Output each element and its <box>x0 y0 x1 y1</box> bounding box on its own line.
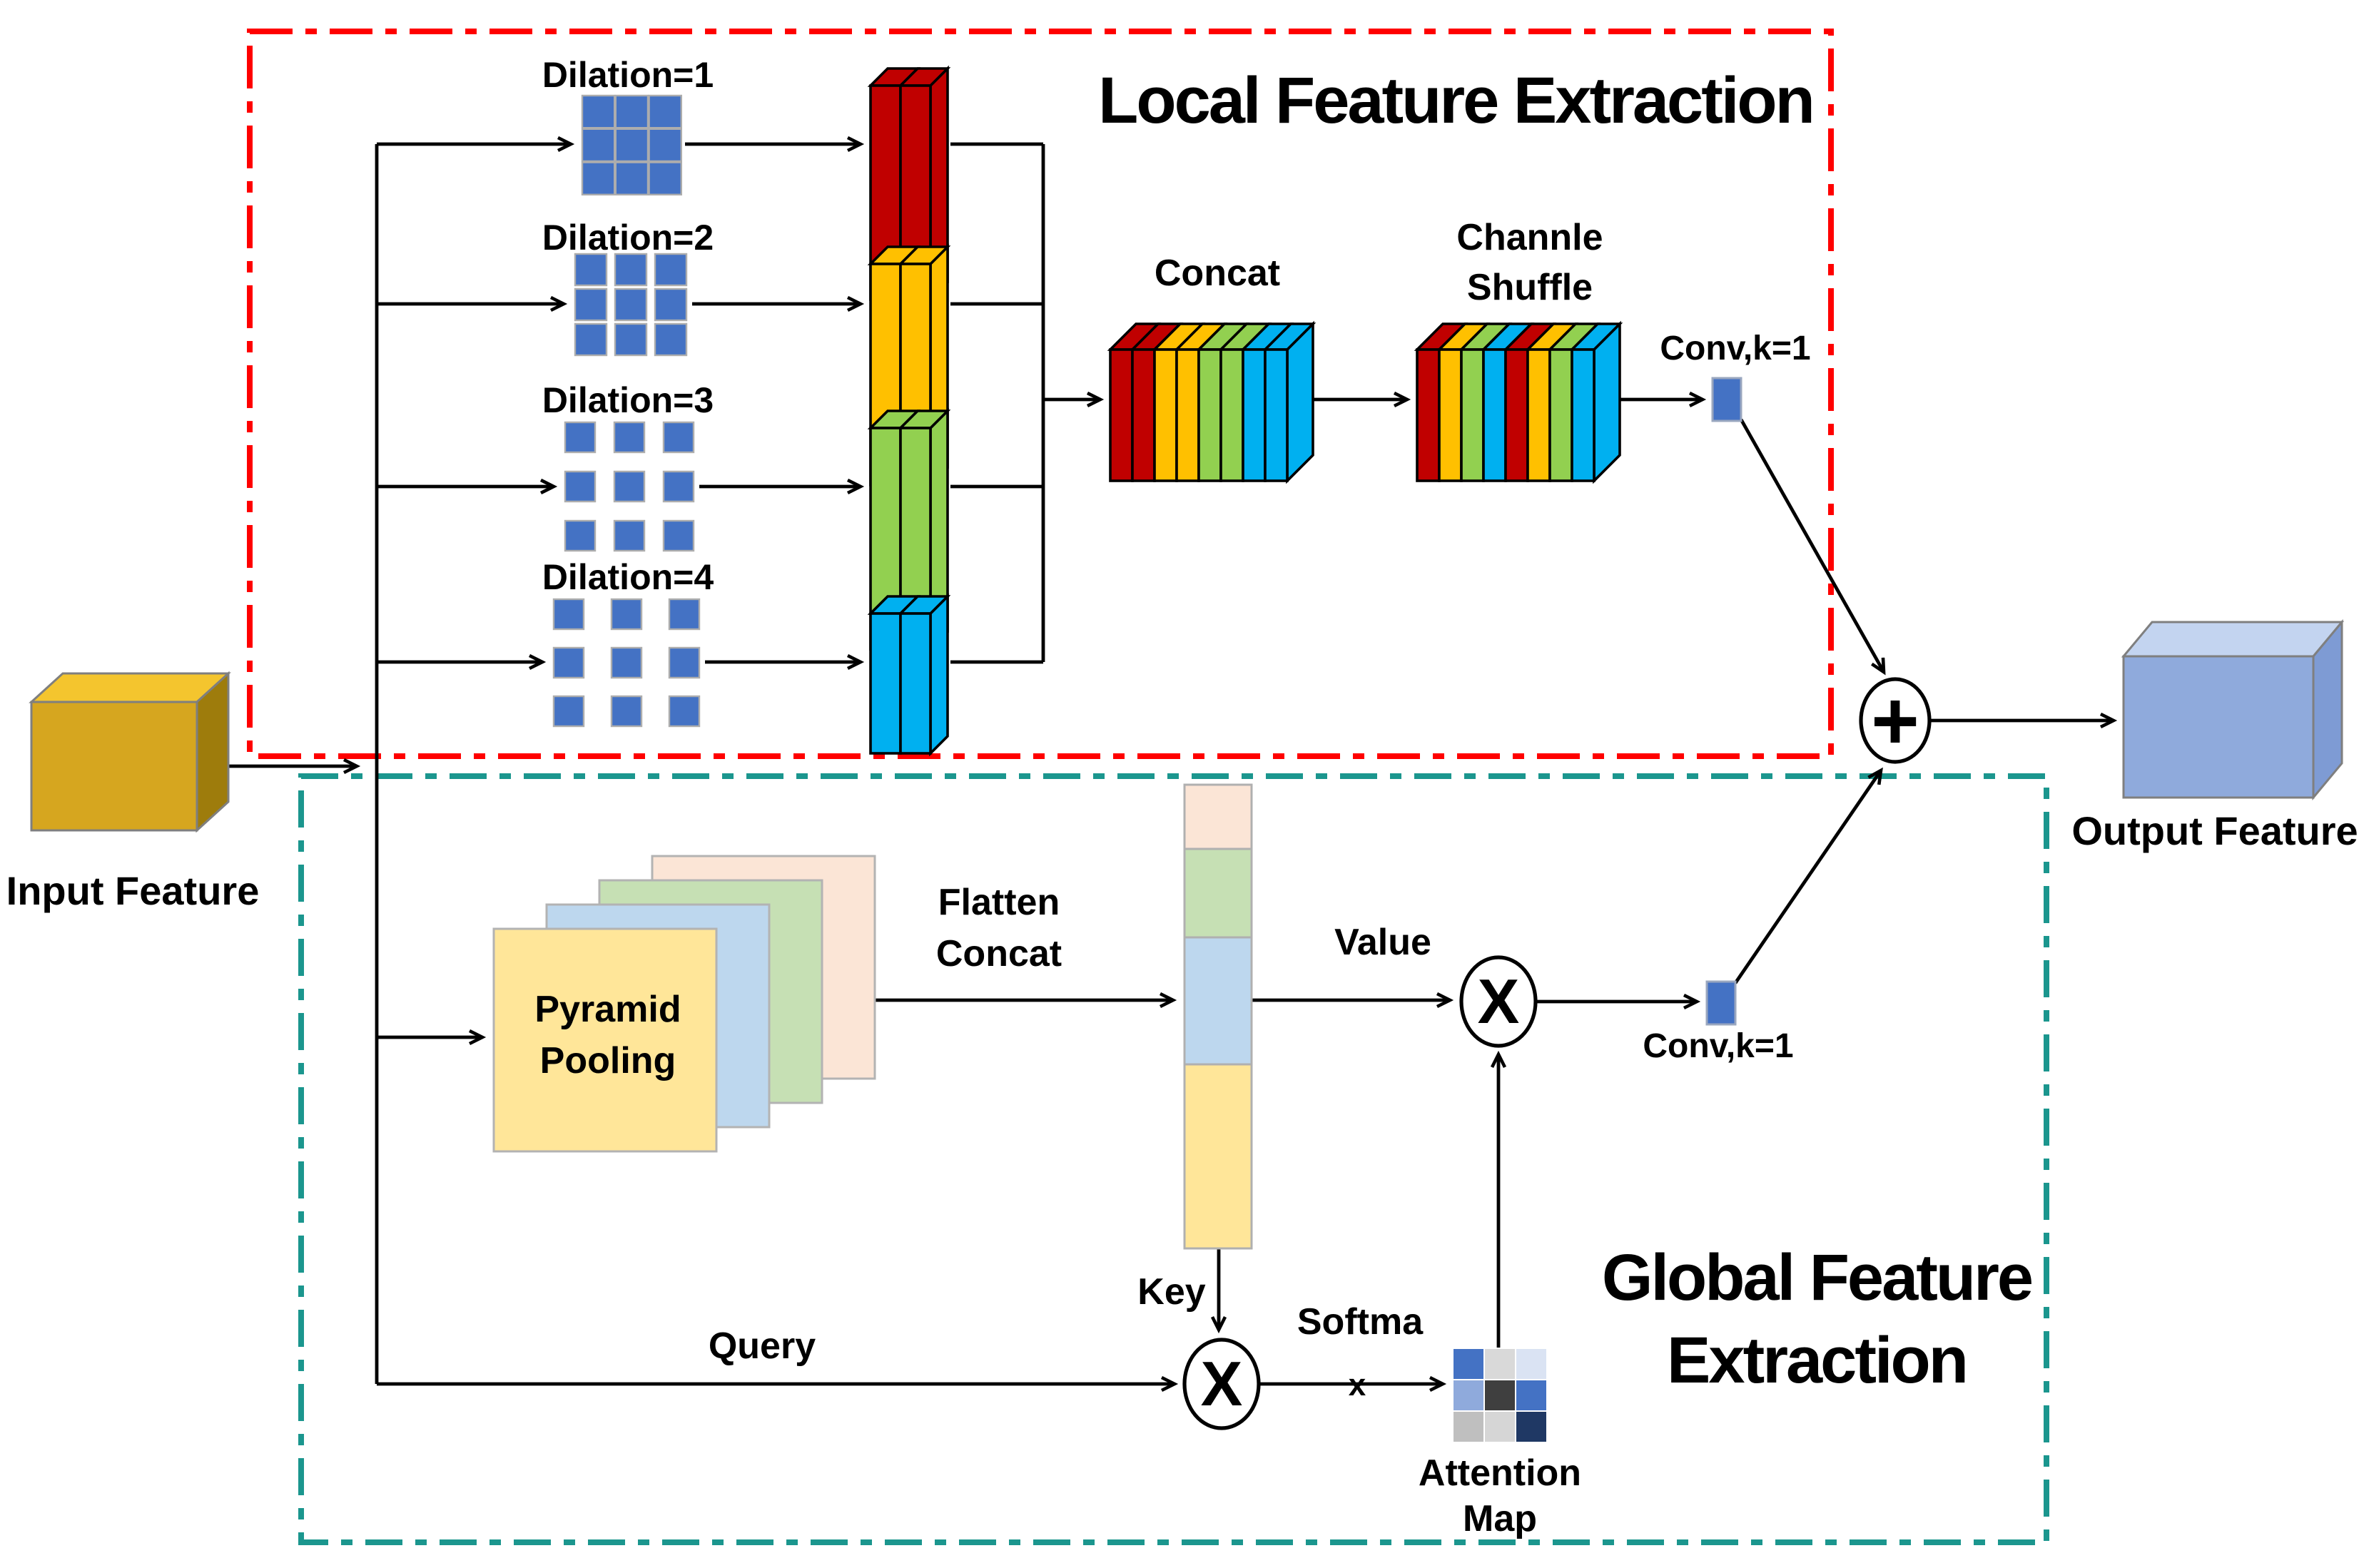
output-cube-front <box>2122 655 2315 799</box>
global-extraction-box <box>298 773 2049 1545</box>
input-cube-side <box>196 671 230 833</box>
add-symbol: + <box>1871 674 1919 767</box>
dilation-grid-3 <box>564 421 695 552</box>
dilation-4-label: Dilation=4 <box>542 557 714 597</box>
multiply-circle-value <box>1459 955 1538 1048</box>
attention-map-label-line1: Attention <box>1419 1452 1581 1494</box>
concat-label: Concat <box>1155 253 1280 294</box>
attention-map-label-line2: Map <box>1463 1498 1537 1539</box>
input-feature-cube <box>29 671 231 833</box>
key-label: Key <box>1137 1271 1205 1313</box>
local-title: Local Feature Extraction <box>1098 64 1813 137</box>
arrow-global-conv-to-plus <box>1734 770 1881 984</box>
output-feature-cube <box>2121 618 2345 801</box>
channel-shuffle-label-line1: Channle <box>1456 217 1603 258</box>
local-extraction-box <box>247 29 1834 759</box>
softmax-label-part1: Softma <box>1297 1301 1424 1343</box>
dilation-grid-4 <box>552 598 701 728</box>
plus-circle <box>1859 677 1932 764</box>
conv-k1-label-local: Conv,k=1 <box>1660 330 1810 367</box>
pyramid-pooling-label-line2: Pooling <box>540 1040 676 1081</box>
attention-map-grid <box>1452 1348 1548 1443</box>
channel-shuffle-slab <box>1414 320 1623 484</box>
column-seg-green <box>1183 847 1253 939</box>
multiply-symbol-query: X <box>1201 1348 1243 1419</box>
flatten-concat-label-line2: Concat <box>936 933 1062 974</box>
output-cube-top <box>2121 621 2345 658</box>
multiply-symbol-value: X <box>1478 966 1520 1037</box>
dilation-grid-1 <box>581 94 682 196</box>
concat-slab <box>1107 320 1317 484</box>
conv-k1-square-global <box>1705 980 1737 1026</box>
output-feature-label: Output Feature <box>2071 808 2358 853</box>
column-seg-blue <box>1183 936 1253 1066</box>
pyramid-layer-yellow <box>492 927 718 1153</box>
flatten-concat-label-line1: Flatten <box>938 882 1060 923</box>
flatten-column <box>1183 783 1253 1250</box>
conv-k1-square-local <box>1711 377 1742 422</box>
multiply-circle-query <box>1182 1338 1261 1430</box>
channel-shuffle-label-line2: Shuffle <box>1467 267 1593 308</box>
dilation-1-label: Dilation=1 <box>542 55 714 95</box>
column-seg-yellow <box>1183 1063 1253 1250</box>
input-cube-top <box>29 672 231 703</box>
conv-slab-cyan <box>867 593 951 757</box>
dilation-grid-2 <box>574 253 688 357</box>
column-seg-peach <box>1183 783 1253 850</box>
pyramid-pooling-stack <box>492 855 876 1153</box>
input-feature-label: Input Feature <box>6 868 260 913</box>
conv-k1-label-global: Conv,k=1 <box>1643 1027 1793 1065</box>
pyramid-pooling-label-line1: Pyramid <box>534 989 681 1030</box>
query-label: Query <box>709 1325 816 1367</box>
dilation-2-label: Dilation=2 <box>542 218 714 258</box>
global-title-line2: Extraction <box>1667 1324 1967 1397</box>
input-cube-front <box>30 701 198 832</box>
softmax-label-part2: x <box>1349 1368 1366 1402</box>
arrow-local-conv-to-plus <box>1739 418 1884 672</box>
global-title-line1: Global Feature <box>1602 1241 2032 1314</box>
connector-lines <box>228 144 2114 1384</box>
dilation-3-label: Dilation=3 <box>542 380 714 420</box>
value-label: Value <box>1334 922 1431 963</box>
